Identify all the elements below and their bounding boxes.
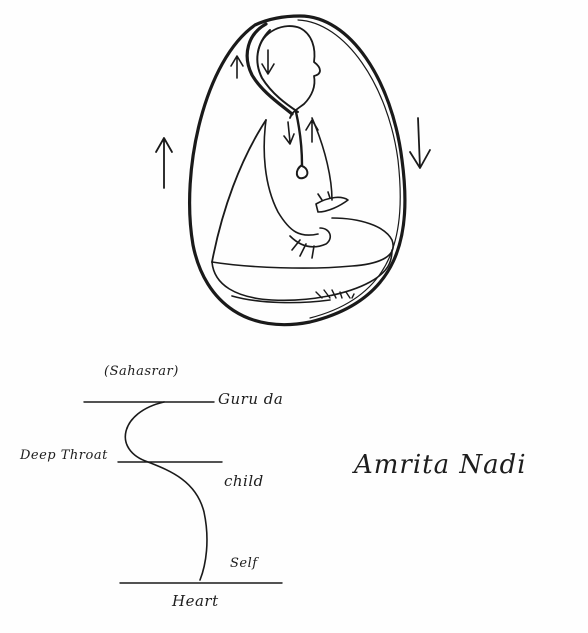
figure-back bbox=[212, 120, 266, 262]
figure-lap bbox=[212, 218, 393, 268]
child-label: child bbox=[224, 472, 264, 490]
sahasrar-label: (Sahasrar) bbox=[104, 364, 179, 379]
spine-current-inner bbox=[257, 30, 298, 112]
figure-chest bbox=[312, 118, 332, 200]
figure-arm bbox=[264, 120, 318, 235]
arrow-small-up-spine-icon bbox=[231, 56, 243, 78]
arrow-small-up-front-icon bbox=[306, 120, 318, 142]
heart-loop bbox=[297, 165, 308, 178]
throat-label: Deep Throat bbox=[20, 448, 108, 463]
amrita-nadi-title: Amrita Nadi bbox=[354, 450, 527, 480]
arrow-small-down-front-icon bbox=[284, 122, 294, 144]
heart-label: Heart bbox=[172, 592, 219, 610]
frontal-current-line bbox=[296, 112, 302, 165]
arrow-down-right-icon bbox=[410, 118, 430, 168]
spine-current-outer bbox=[247, 24, 292, 114]
figure-legs bbox=[212, 250, 392, 300]
arrow-small-down-spine-icon bbox=[262, 50, 274, 74]
guru-label: Guru da bbox=[218, 390, 283, 408]
arrow-up-left-icon bbox=[156, 138, 172, 188]
amrita-nadi-curve bbox=[125, 402, 207, 580]
self-label: Self bbox=[230, 556, 258, 571]
